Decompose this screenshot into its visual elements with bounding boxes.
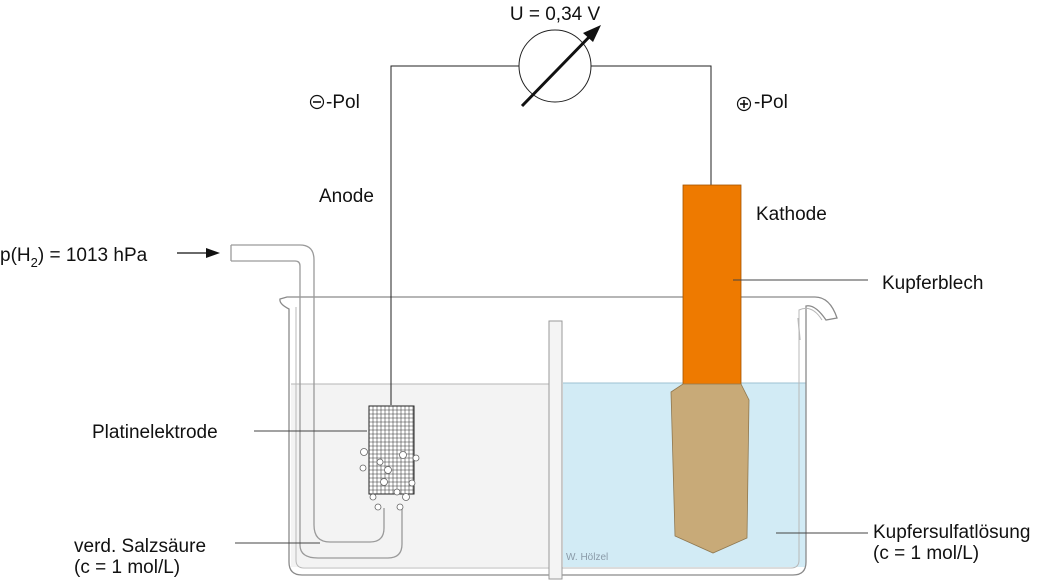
hydrogen-bubble: [412, 454, 420, 462]
hydrogen-bubble: [360, 448, 368, 456]
platinum-electrode: [368, 405, 415, 495]
minus-pole-icon: [309, 94, 325, 110]
hydrogen-bubble: [402, 493, 410, 501]
copper-solution-label-line1: Kupfersulfatlösung: [873, 522, 1030, 543]
arrow-right-icon: [177, 248, 220, 258]
copper-sheet: [682, 184, 742, 386]
hydrogen-bubble: [399, 451, 407, 459]
hydrogen-bubble: [376, 458, 384, 466]
positive-pole-label: -Pol: [754, 92, 788, 113]
hydrogen-bubble: [396, 503, 404, 511]
cathode-label: Kathode: [756, 204, 827, 225]
hydrogen-bubble: [393, 488, 401, 496]
acid-label-line1: verd. Salzsäure: [74, 536, 206, 557]
platinum-electrode-label: Platinelektrode: [92, 422, 218, 443]
copper-solution-label-line2: (c = 1 mol/L): [873, 543, 979, 564]
circuit-wires: [390, 65, 712, 405]
hydrogen-bubble: [384, 466, 392, 474]
author-signature: W. Hölzel: [566, 552, 608, 563]
hydrogen-bubbles: [359, 448, 420, 511]
acid-label-line2: (c = 1 mol/L): [74, 557, 180, 578]
hydrogen-bubble: [408, 479, 416, 487]
hydrogen-inlet-tube: [230, 244, 403, 559]
negative-pole-label: -Pol: [326, 92, 360, 113]
voltage-label: U = 0,34 V: [510, 4, 601, 25]
beaker: [279, 296, 838, 576]
copper-sheet-submerged: [670, 383, 750, 554]
hydrogen-pressure-label: p(H2) = 1013 hPa: [0, 245, 148, 270]
hydrochloric-acid-liquid: [291, 384, 549, 567]
voltmeter: [518, 25, 601, 108]
copper-sheet-label: Kupferblech: [882, 273, 983, 294]
diaphragm-separator: [548, 320, 563, 580]
anode-label: Anode: [319, 186, 374, 207]
hydrogen-bubble: [359, 464, 367, 472]
hydrogen-bubble: [380, 478, 388, 486]
hydrogen-bubble: [374, 503, 382, 511]
hydrogen-bubble: [369, 493, 377, 501]
plus-pole-icon: [736, 96, 752, 112]
